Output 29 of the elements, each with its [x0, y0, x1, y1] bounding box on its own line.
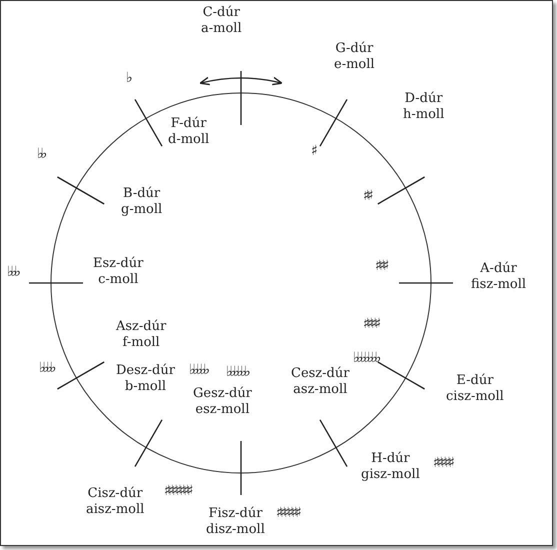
key-signature: ♯♯♯♯♯♯♯	[164, 484, 190, 498]
key-signature: ♯♯♯	[375, 259, 386, 273]
key-signature: ♭♭	[37, 147, 44, 161]
key-label: Desz-dúr b-moll	[116, 363, 175, 395]
key-label: G-dúr e-moll	[334, 41, 375, 73]
key-label: H-dúr gisz-moll	[361, 451, 420, 483]
key-signature: ♯♯♯♯♯	[433, 456, 452, 470]
key-label: B-dúr g-moll	[121, 186, 162, 218]
key-signature: ♯♯♯♯	[363, 317, 378, 331]
key-label: C-dúr a-moll	[201, 5, 242, 37]
key-label: F-dúr d-moll	[168, 116, 210, 148]
key-label: E-dúr cisz-moll	[446, 373, 504, 405]
key-signature: ♯♯	[363, 189, 371, 203]
key-signature: ♯♯♯♯♯♯	[276, 506, 299, 520]
key-label: Esz-dúr c-moll	[93, 256, 144, 288]
key-label: Cesz-dúr asz-moll	[291, 366, 350, 398]
key-label: Cisz-dúr aisz-moll	[86, 486, 144, 518]
key-signature: ♭♭♭♭♭♭	[226, 365, 248, 379]
key-signature: ♭	[126, 71, 130, 85]
key-label: Fisz-dúr disz-moll	[206, 506, 265, 538]
key-signature: ♭♭♭♭♭♭♭	[353, 351, 378, 365]
key-signature: ♭♭♭♭♭	[189, 363, 208, 377]
key-label: Asz-dúr f-moll	[116, 319, 166, 351]
key-label: D-dúr h-moll	[403, 91, 444, 123]
key-signature: ♯	[311, 144, 315, 158]
key-label: Gesz-dúr esz-moll	[193, 386, 252, 418]
key-signature: ♭♭♭♭	[39, 361, 54, 375]
key-signature: ♭♭♭	[7, 265, 18, 279]
key-label: A-dúr fisz-moll	[471, 261, 526, 293]
